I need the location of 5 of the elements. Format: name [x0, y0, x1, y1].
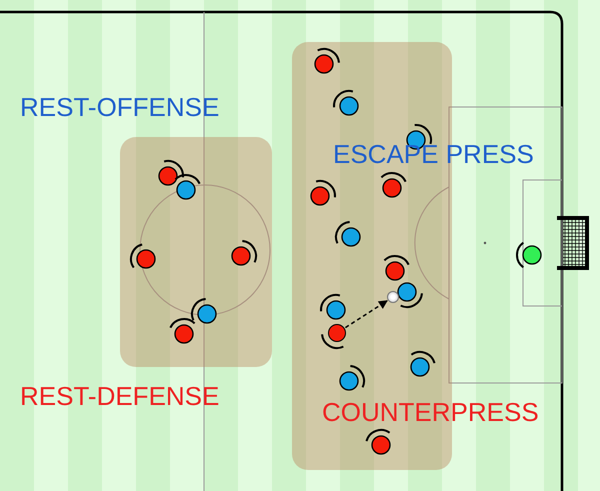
zone-label: COUNTERPRESS — [322, 399, 539, 425]
zone-label: REST-OFFENSE — [20, 94, 220, 120]
zone-label: ESCAPE PRESS — [333, 141, 534, 167]
pass-arrow — [345, 300, 388, 328]
zone-label: REST-DEFENSE — [20, 383, 220, 409]
